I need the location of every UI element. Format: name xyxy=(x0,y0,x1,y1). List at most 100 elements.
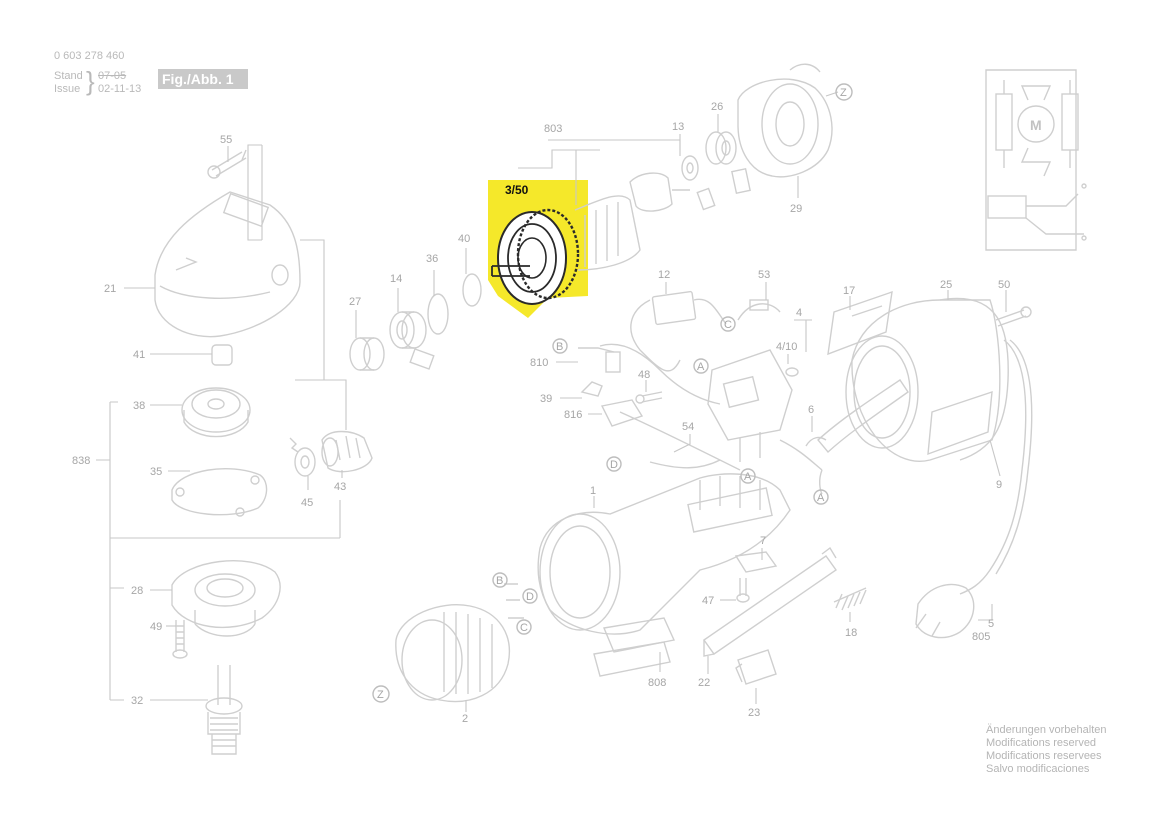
leader-9 xyxy=(989,439,1001,477)
label-808 xyxy=(593,617,676,677)
gear-housing-21 xyxy=(154,191,301,338)
part-label-53: 53 xyxy=(758,269,770,281)
clip-7 xyxy=(734,551,778,573)
part-label-25: 25 xyxy=(940,279,952,291)
bearing-flange-28 xyxy=(171,560,281,637)
callout-z-top xyxy=(835,83,853,101)
leader-5-805 xyxy=(978,604,993,621)
part-label-13: 13 xyxy=(672,121,684,133)
part-label-2: 2 xyxy=(462,713,468,725)
part-label-5: 5 xyxy=(988,618,994,630)
part-label-4-10: 4/10 xyxy=(776,341,797,353)
motor-schematic xyxy=(985,69,1087,251)
part-label-29: 29 xyxy=(790,203,802,215)
part-label-810: 810 xyxy=(530,357,548,369)
leader-29 xyxy=(797,91,839,198)
bearing-26 xyxy=(705,131,751,195)
callout-b-1-text: B xyxy=(556,341,563,353)
motor-housing-25 xyxy=(845,297,1009,462)
part-label-21: 21 xyxy=(104,283,116,295)
leader-39-816 xyxy=(560,397,602,415)
leader-4 xyxy=(794,319,812,352)
callout-a-3 xyxy=(813,489,829,505)
part-label-9: 9 xyxy=(996,479,1002,491)
bearing-cover-29 xyxy=(737,63,833,178)
armature-body-803 xyxy=(574,155,716,271)
part-label-55: 55 xyxy=(220,134,232,146)
callout-c-1 xyxy=(720,316,736,332)
cable-sleeve-6 xyxy=(805,379,909,454)
part-label-17: 17 xyxy=(843,285,855,297)
callout-z-bottom xyxy=(372,685,390,703)
stand-value: 07-05 xyxy=(98,70,127,82)
screw-49 xyxy=(172,620,188,659)
part-label-54: 54 xyxy=(682,421,694,433)
callout-c-2 xyxy=(516,619,532,635)
callout-d-2-text: D xyxy=(526,591,534,603)
slide-switch-22 xyxy=(703,546,837,657)
gasket-35 xyxy=(171,468,268,517)
part-label-6: 6 xyxy=(808,404,814,416)
bracket-838 xyxy=(96,401,340,701)
screw-47 xyxy=(736,578,750,603)
stand-label: Stand xyxy=(54,70,83,82)
needle-bearing-27 xyxy=(349,337,385,371)
part-label-838: 838 xyxy=(72,455,90,467)
bushing-41 xyxy=(211,344,233,366)
lead-wires xyxy=(599,343,823,495)
part-label-35: 35 xyxy=(150,466,162,478)
issue-value: 02-11-13 xyxy=(98,83,142,95)
part-label-28: 28 xyxy=(131,585,143,597)
part-label-1: 1 xyxy=(590,485,596,497)
power-cord-5 xyxy=(915,339,1033,639)
part-label-45: 45 xyxy=(301,497,313,509)
part-label-43: 43 xyxy=(334,481,346,493)
part-label-48: 48 xyxy=(638,369,650,381)
callout-a-1 xyxy=(693,358,709,374)
spindle-32 xyxy=(205,665,243,755)
callout-b-2 xyxy=(492,572,508,588)
part-label-803: 803 xyxy=(544,123,562,135)
nut-45 xyxy=(289,437,316,477)
part-label-26: 26 xyxy=(711,101,723,113)
spring-18 xyxy=(833,587,867,611)
button-23 xyxy=(735,649,777,685)
motor-housing-1 xyxy=(537,473,791,635)
bevel-gear-38 xyxy=(181,387,251,438)
leader-54 xyxy=(673,434,691,453)
part-label-805: 805 xyxy=(972,631,990,643)
callout-b-2-text: B xyxy=(496,575,503,587)
callout-b-1 xyxy=(552,338,568,354)
part-label-39: 39 xyxy=(540,393,552,405)
highlight-label: 3/50 xyxy=(505,183,529,197)
part-label-14: 14 xyxy=(390,273,402,285)
part-label-808: 808 xyxy=(648,677,666,689)
armature-3-50 xyxy=(491,208,580,305)
callout-d-2 xyxy=(522,588,538,604)
part-label-41: 41 xyxy=(133,349,145,361)
screw-55 xyxy=(207,149,247,179)
callout-c-2-text: C xyxy=(520,622,528,634)
figure-label: Fig./Abb. 1 xyxy=(158,69,248,89)
callout-a-3-text: A xyxy=(817,492,825,504)
callout-d-1-text: D xyxy=(610,459,618,471)
brush-810 xyxy=(578,347,621,373)
screw-50 xyxy=(995,306,1032,327)
issue-label: Issue xyxy=(54,83,81,95)
part-label-27: 27 xyxy=(349,296,361,308)
part-label-23: 23 xyxy=(748,707,760,719)
label-9 xyxy=(927,390,993,456)
part-label-50: 50 xyxy=(998,279,1010,291)
part-label-49: 49 xyxy=(150,621,162,633)
label-17 xyxy=(827,290,893,356)
note-line-1: Änderungen vorbehalten xyxy=(986,724,1107,736)
stator-2 xyxy=(395,583,524,703)
callout-z-bottom-text: Z xyxy=(377,689,384,701)
leader-43-45 xyxy=(296,379,347,490)
callout-a-2 xyxy=(740,468,756,484)
part-label-32: 32 xyxy=(131,695,143,707)
callout-a-1-text: A xyxy=(697,361,705,373)
brace-icon: } xyxy=(86,66,95,96)
part-label-38: 38 xyxy=(133,400,145,412)
